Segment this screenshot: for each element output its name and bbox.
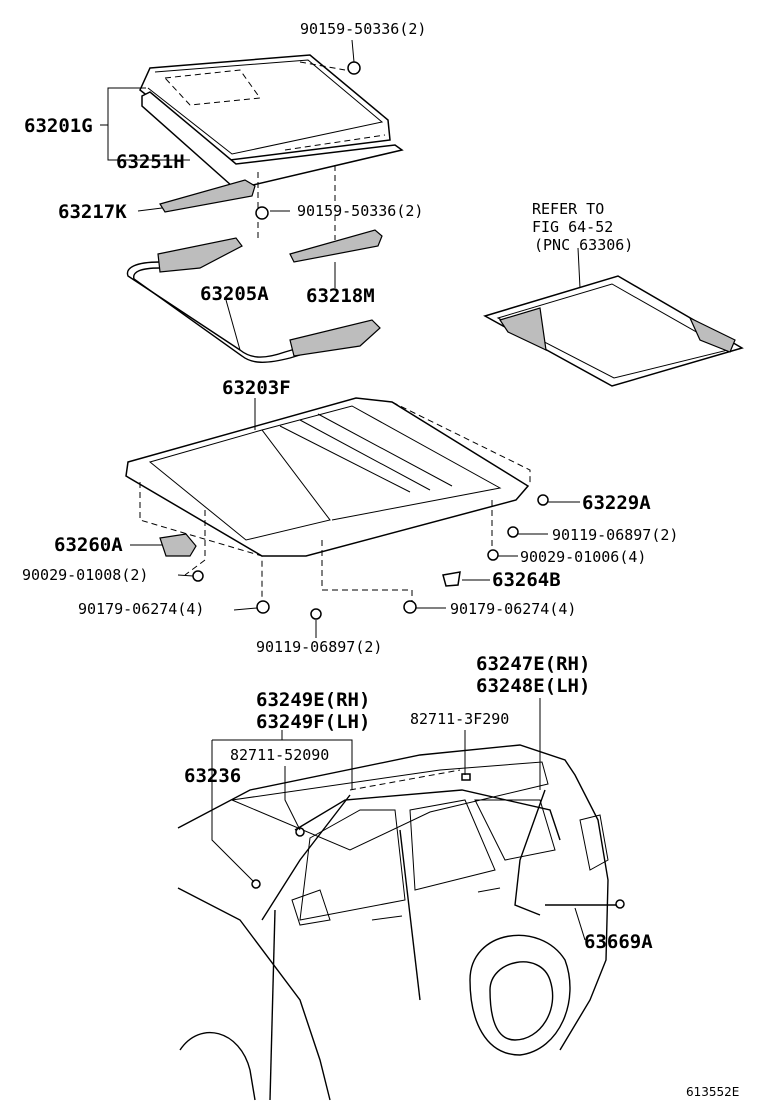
vehicle-body: [177, 744, 620, 1101]
label-63251H: 63251H: [116, 151, 185, 173]
leader-lines: [100, 39, 586, 941]
clip-63229A: [537, 494, 549, 506]
label-63217K: 63217K: [58, 201, 127, 223]
footer-diagram-code: 613552E: [686, 1085, 739, 1099]
sunroof-housing-frame: [125, 397, 531, 606]
bolt-90029-r: [487, 549, 499, 561]
grommet-63669A: [615, 899, 625, 909]
label-63205A: 63205A: [200, 283, 269, 305]
drain-seal-63205A: [126, 237, 381, 363]
label-90159-top: 90159-50336(2): [300, 20, 426, 38]
label-90179-right: 90179-06274(4): [450, 600, 576, 618]
label-63236: 63236: [184, 765, 241, 787]
label-63201G: 63201G: [24, 115, 93, 137]
label-90029-right: 90029-01006(4): [520, 548, 646, 566]
label-63669A: 63669A: [584, 931, 653, 953]
label-63203F: 63203F: [222, 377, 291, 399]
label-90179-left: 90179-06274(4): [78, 600, 204, 618]
label-90029-left: 90029-01008(2): [22, 566, 148, 584]
sunroof-glass-panel: [139, 54, 391, 161]
label-63248E: 63248E(LH): [476, 675, 590, 697]
label-63218M: 63218M: [306, 285, 375, 307]
clip-82711-52: [295, 827, 305, 837]
label-82711-3F290: 82711-3F290: [410, 710, 509, 728]
sunshade-reference: [483, 275, 744, 387]
motor-63260A: [159, 533, 197, 557]
bracket-63217K: [159, 179, 256, 213]
label-refer-fig: FIG 64-52: [532, 218, 613, 236]
bolt-90119-r: [507, 526, 519, 538]
bolt-90119-b: [310, 608, 322, 620]
clip-82711-3F: [461, 773, 471, 781]
label-63229A: 63229A: [582, 492, 651, 514]
label-refer-to: REFER TO: [532, 200, 604, 218]
glass-weatherstrip: [141, 91, 404, 240]
label-82711-52090: 82711-52090: [230, 746, 329, 764]
label-63264B: 63264B: [492, 569, 561, 591]
nut-90179-l: [256, 600, 270, 614]
bolt-90029-l: [192, 570, 204, 582]
label-63249F: 63249F(LH): [256, 711, 370, 733]
label-63260A: 63260A: [54, 534, 123, 556]
label-63247E: 63247E(RH): [476, 653, 590, 675]
bracket-63264B: [442, 571, 461, 587]
nut-90179-r: [403, 600, 417, 614]
screw-mid: [255, 206, 269, 220]
label-90119-right: 90119-06897(2): [552, 526, 678, 544]
label-90119-bottom: 90119-06897(2): [256, 638, 382, 656]
label-90159-mid: 90159-50336(2): [297, 202, 423, 220]
bracket-63218M: [289, 229, 383, 263]
label-refer-pnc: (PNC 63306): [534, 236, 633, 254]
screw-top: [347, 61, 361, 75]
label-63249E: 63249E(RH): [256, 689, 370, 711]
